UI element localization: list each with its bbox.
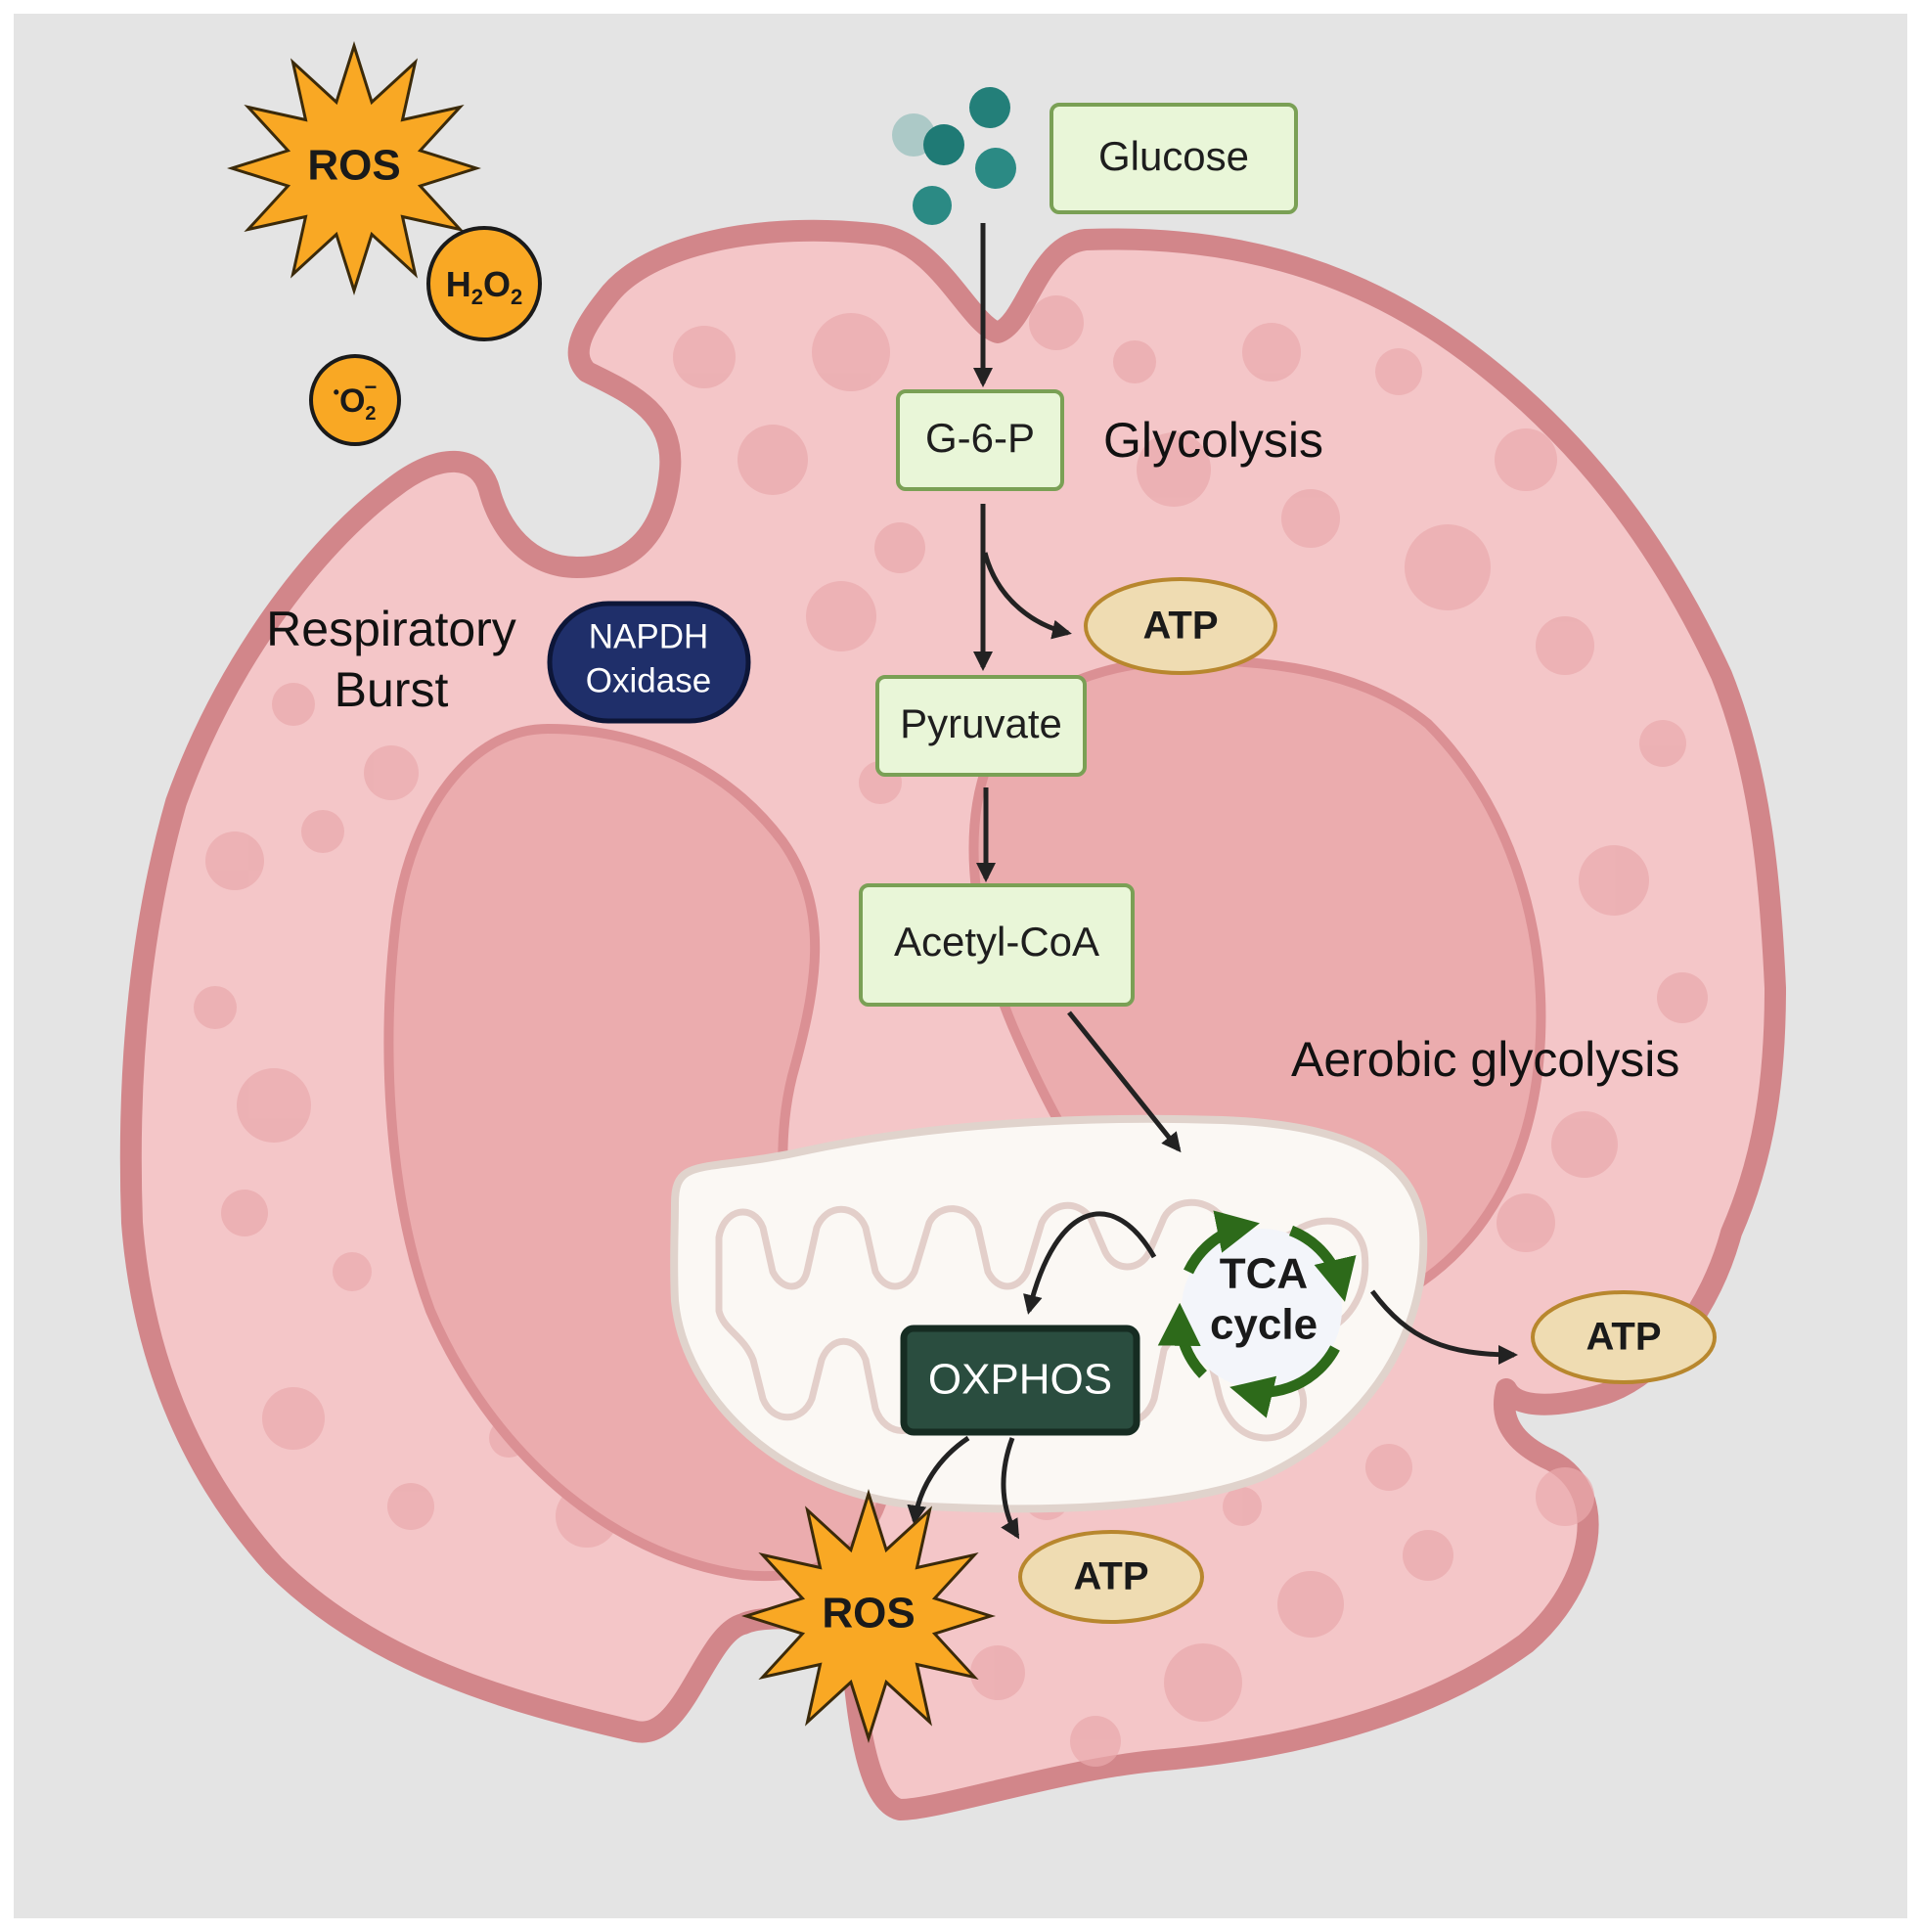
ros-bottom-label: ROS [822,1590,915,1638]
pyruvate-box: Pyruvate [875,675,1087,777]
cytoplasm-granule [1497,1193,1555,1252]
ros-bottom: ROS [741,1489,996,1743]
glucose-particle [975,148,1016,189]
arrow-oxphos-to-atp [1001,1437,1020,1540]
cytoplasm-granule [1405,524,1491,610]
tca-arrow-right [1288,1225,1357,1302]
oxphos-label: OXPHOS [928,1356,1112,1404]
arrow-tca-to-atp [1369,1289,1518,1365]
cytoplasm-granule [1536,1467,1594,1526]
napdh-oxidase: NAPDH Oxidase [547,601,751,724]
ros-starburst-icon [227,41,481,295]
tca-cycle: TCA cycle [1157,1210,1357,1418]
tca-label-line2: cycle [1210,1301,1318,1349]
cytoplasm-granule [1113,340,1156,383]
cytoplasm-granule [1551,1111,1618,1178]
respiratory-burst-line1: Respiratory [266,602,516,656]
glucose-label: Glucose [1098,133,1249,179]
atp-tca-label: ATP [1586,1316,1661,1359]
cytoplasm-granule [262,1387,325,1450]
cytoplasm-granule [272,683,315,726]
cytoplasm-granule [221,1190,268,1236]
superoxide-label: •O2− [334,375,378,425]
ros-starburst-icon [741,1489,996,1743]
cytoplasm-granule [1164,1643,1242,1722]
atp-glycolysis-label: ATP [1142,605,1218,648]
cytoplasm-granule [806,581,876,651]
tca-label-line1: TCA [1220,1250,1308,1298]
tca-arrow-left [1157,1302,1208,1378]
glucose-particle [969,87,1010,128]
atp-glycolysis: ATP [1084,577,1277,675]
cytoplasm-granule [1375,348,1422,395]
ros-top-label: ROS [307,142,400,190]
cytoplasm-granule [1223,1487,1262,1526]
glucose-particle [913,186,952,225]
respiratory-burst-line2: Burst [335,662,449,717]
acetyl-coa-label: Acetyl-CoA [894,919,1099,965]
atp-tca: ATP [1531,1290,1717,1384]
g6p-label: G-6-P [925,415,1035,461]
g6p-box: G-6-P [896,389,1064,491]
h2o2-label: H2O2 [446,264,523,309]
cytoplasm-granule [194,986,237,1029]
napdh-label-line1: NAPDH [589,617,709,655]
cytoplasm-granule [1657,972,1708,1023]
cytoplasm-granule [737,425,808,495]
superoxide-molecule: •O2− [309,354,401,446]
cytoplasm-granule [1242,323,1301,382]
cytoplasm-granule [364,745,419,800]
cytoplasm-granule [1277,1571,1344,1638]
glucose-particle [923,124,964,165]
aerobic-glycolysis-label: Aerobic glycolysis [1291,1032,1679,1087]
atp-oxphos-label: ATP [1073,1555,1148,1598]
glycolysis-label: Glycolysis [1103,413,1323,468]
cytoplasm-granule [1639,720,1686,767]
cytoplasm-granule [1029,295,1084,350]
ros-top: ROS [227,41,481,295]
napdh-label-line2: Oxidase [586,661,711,699]
cytoplasm-granule [1579,845,1649,916]
cytoplasm-granule [237,1068,311,1143]
glucose-box: Glucose [1050,103,1298,214]
cytoplasm-granule [1281,489,1340,548]
cytoplasm-granule [205,831,264,890]
cytoplasm-granule [812,313,890,391]
acetyl-coa-box: Acetyl-CoA [859,883,1135,1007]
cytoplasm-granule [1070,1716,1121,1767]
arrow-tca-to-oxphos [1023,1211,1157,1315]
pyruvate-label: Pyruvate [900,700,1062,746]
cytoplasm-granule [970,1645,1025,1700]
arrow-oxphos-to-ros [907,1435,970,1525]
cytoplasm-granule [1365,1444,1412,1491]
arrow-acetylcoa-to-mitochondrion [1067,1011,1182,1153]
h2o2-molecule: H2O2 [426,226,542,341]
oxphos-box: OXPHOS [900,1325,1140,1436]
cytoplasm-granule [874,522,925,573]
cytoplasm-granule [1536,616,1594,675]
glucose-particles [892,87,1016,225]
tca-arrow-top [1184,1210,1260,1275]
cytoplasm-granule [1403,1530,1453,1581]
cytoplasm-granule [387,1483,434,1530]
arrow-g6p-to-atp [982,552,1072,640]
cytoplasm-granule [333,1252,372,1291]
tca-arrow-bottom [1229,1345,1340,1418]
cytoplasm-granule [1495,428,1557,491]
cytoplasm-granule [1137,432,1211,507]
cytoplasm-granule [673,326,736,388]
atp-oxphos: ATP [1018,1530,1204,1624]
cytoplasm-granule [301,810,344,853]
pathway-arrows [907,223,1518,1540]
tca-cycle-core [1182,1229,1342,1389]
